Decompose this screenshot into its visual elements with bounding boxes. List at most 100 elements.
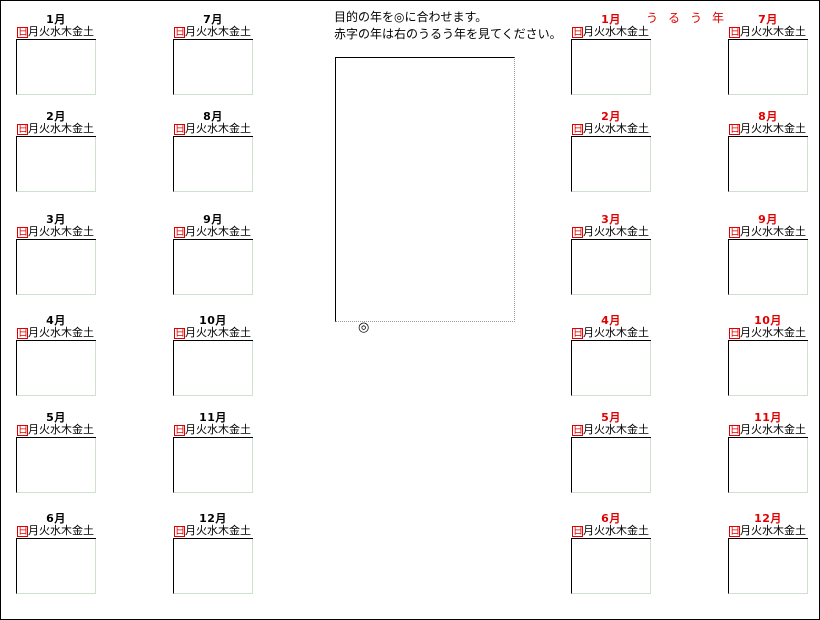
weekday-label-1: 月 bbox=[740, 423, 751, 436]
weekday-label-6: 土 bbox=[83, 524, 94, 537]
month-title: 3月 bbox=[601, 213, 621, 226]
month-day-grid[interactable] bbox=[16, 137, 96, 192]
month-day-grid[interactable] bbox=[173, 341, 253, 396]
weekday-header-row: 日月火水木金土 bbox=[571, 525, 651, 539]
month-block: 5月日月火水木金土 bbox=[16, 411, 96, 493]
weekday-label-0: 日 bbox=[17, 526, 28, 537]
month-block: 10月日月火水木金土 bbox=[173, 314, 253, 396]
weekday-label-0: 日 bbox=[572, 27, 583, 38]
weekday-label-6: 土 bbox=[795, 25, 806, 38]
weekday-label-3: 水 bbox=[762, 225, 773, 238]
month-block: 11月日月火水木金土 bbox=[728, 411, 808, 493]
dial-alignment-marker-icon: ◎ bbox=[358, 320, 370, 335]
month-title: 3月 bbox=[46, 213, 66, 226]
weekday-label-4: 木 bbox=[61, 524, 72, 537]
weekday-label-6: 土 bbox=[795, 122, 806, 135]
weekday-label-6: 土 bbox=[83, 25, 94, 38]
weekday-label-2: 火 bbox=[751, 524, 762, 537]
month-day-grid[interactable] bbox=[16, 40, 96, 95]
month-day-grid[interactable] bbox=[571, 438, 651, 493]
weekday-label-3: 水 bbox=[207, 326, 218, 339]
month-day-grid[interactable] bbox=[728, 40, 808, 95]
weekday-label-5: 金 bbox=[784, 326, 795, 339]
month-day-grid[interactable] bbox=[728, 438, 808, 493]
weekday-label-4: 木 bbox=[773, 423, 784, 436]
weekday-label-2: 火 bbox=[594, 25, 605, 38]
weekday-label-3: 水 bbox=[207, 423, 218, 436]
month-day-grid[interactable] bbox=[173, 438, 253, 493]
month-day-grid[interactable] bbox=[571, 341, 651, 396]
weekday-label-6: 土 bbox=[795, 326, 806, 339]
weekday-header-row: 日月火水木金土 bbox=[571, 424, 651, 438]
weekday-label-5: 金 bbox=[784, 25, 795, 38]
weekday-label-0: 日 bbox=[174, 27, 185, 38]
instruction-panel: 目的の年を◎に合わせます。 赤字の年は右のうるう年を見てください。 bbox=[334, 9, 562, 43]
weekday-label-2: 火 bbox=[751, 122, 762, 135]
weekday-label-4: 木 bbox=[61, 25, 72, 38]
year-dial-box[interactable] bbox=[335, 57, 515, 322]
weekday-header-row: 日月火水木金土 bbox=[571, 26, 651, 40]
month-day-grid[interactable] bbox=[173, 539, 253, 594]
weekday-label-5: 金 bbox=[72, 25, 83, 38]
month-title: 4月 bbox=[601, 314, 621, 327]
month-block: 9月日月火水木金土 bbox=[173, 213, 253, 295]
month-day-grid[interactable] bbox=[571, 539, 651, 594]
month-day-grid[interactable] bbox=[173, 240, 253, 295]
month-day-grid[interactable] bbox=[16, 240, 96, 295]
weekday-label-3: 水 bbox=[605, 326, 616, 339]
weekday-label-3: 水 bbox=[207, 524, 218, 537]
weekday-label-5: 金 bbox=[627, 524, 638, 537]
weekday-label-3: 水 bbox=[762, 524, 773, 537]
weekday-label-3: 水 bbox=[762, 423, 773, 436]
month-day-grid[interactable] bbox=[16, 438, 96, 493]
weekday-label-1: 月 bbox=[740, 122, 751, 135]
month-day-grid[interactable] bbox=[571, 137, 651, 192]
month-day-grid[interactable] bbox=[16, 341, 96, 396]
weekday-label-1: 月 bbox=[583, 524, 594, 537]
weekday-label-0: 日 bbox=[572, 526, 583, 537]
weekday-label-2: 火 bbox=[751, 326, 762, 339]
weekday-label-0: 日 bbox=[17, 425, 28, 436]
weekday-label-2: 火 bbox=[594, 326, 605, 339]
weekday-header-row: 日月火水木金土 bbox=[173, 123, 253, 137]
month-day-grid[interactable] bbox=[16, 539, 96, 594]
month-day-grid[interactable] bbox=[173, 137, 253, 192]
weekday-header-row: 日月火水木金土 bbox=[728, 26, 808, 40]
weekday-label-1: 月 bbox=[583, 225, 594, 238]
month-day-grid[interactable] bbox=[571, 240, 651, 295]
weekday-label-3: 水 bbox=[50, 524, 61, 537]
month-day-grid[interactable] bbox=[728, 539, 808, 594]
month-day-grid[interactable] bbox=[571, 40, 651, 95]
month-day-grid[interactable] bbox=[728, 137, 808, 192]
month-title: 11月 bbox=[199, 411, 227, 424]
weekday-label-1: 月 bbox=[185, 423, 196, 436]
weekday-label-2: 火 bbox=[751, 25, 762, 38]
weekday-header-row: 日月火水木金土 bbox=[728, 226, 808, 240]
month-title: 12月 bbox=[754, 512, 782, 525]
weekday-label-6: 土 bbox=[240, 225, 251, 238]
weekday-label-6: 土 bbox=[83, 225, 94, 238]
weekday-label-4: 木 bbox=[616, 326, 627, 339]
weekday-label-3: 水 bbox=[762, 326, 773, 339]
weekday-label-0: 日 bbox=[729, 227, 740, 238]
weekday-label-4: 木 bbox=[616, 524, 627, 537]
weekday-label-5: 金 bbox=[784, 122, 795, 135]
weekday-label-6: 土 bbox=[638, 25, 649, 38]
weekday-label-0: 日 bbox=[17, 27, 28, 38]
weekday-header-row: 日月火水木金土 bbox=[16, 123, 96, 137]
weekday-label-5: 金 bbox=[627, 326, 638, 339]
weekday-label-4: 木 bbox=[616, 25, 627, 38]
month-day-grid[interactable] bbox=[173, 40, 253, 95]
weekday-label-2: 火 bbox=[196, 326, 207, 339]
weekday-label-0: 日 bbox=[729, 526, 740, 537]
month-day-grid[interactable] bbox=[728, 240, 808, 295]
weekday-label-5: 金 bbox=[72, 326, 83, 339]
month-day-grid[interactable] bbox=[728, 341, 808, 396]
weekday-label-1: 月 bbox=[28, 326, 39, 339]
weekday-header-row: 日月火水木金土 bbox=[571, 327, 651, 341]
weekday-header-row: 日月火水木金土 bbox=[173, 226, 253, 240]
weekday-label-3: 水 bbox=[50, 25, 61, 38]
month-title: 6月 bbox=[601, 512, 621, 525]
weekday-label-0: 日 bbox=[17, 124, 28, 135]
weekday-label-1: 月 bbox=[28, 225, 39, 238]
